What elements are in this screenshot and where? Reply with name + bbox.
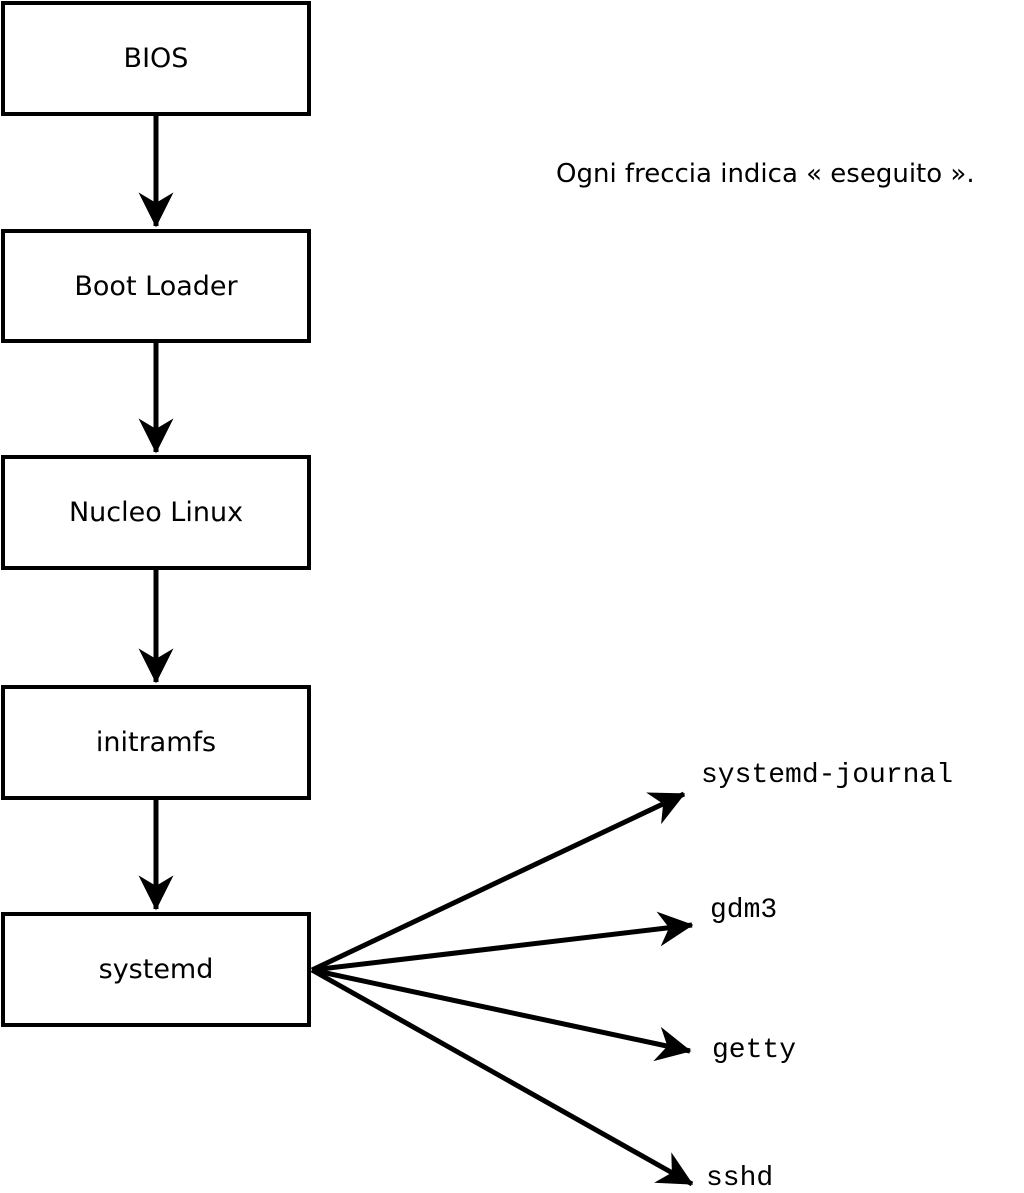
node-systemd: systemd	[1, 912, 311, 1027]
node-systemd-label: systemd	[98, 954, 214, 985]
service-label-systemd-journal: systemd-journal	[701, 760, 954, 791]
service-label-gdm3: gdm3	[710, 895, 778, 926]
arrow-systemd-to-journal	[310, 791, 686, 973]
node-nucleo-linux: Nucleo Linux	[1, 455, 311, 570]
node-boot-loader: Boot Loader	[1, 229, 311, 343]
arrow-systemd-to-getty	[311, 967, 692, 1062]
node-boot-loader-label: Boot Loader	[74, 270, 238, 302]
arrow-systemd-to-sshd	[310, 967, 694, 1187]
arrow-meaning-note: Ogni freccia indica « eseguito ».	[556, 159, 975, 189]
node-nucleo-linux-label: Nucleo Linux	[68, 497, 244, 528]
service-label-getty: getty	[712, 1035, 797, 1066]
service-label-sshd: sshd	[706, 1163, 774, 1193]
node-initramfs: initramfs	[1, 685, 311, 800]
node-bios: BIOS	[1, 1, 311, 116]
node-initramfs-label: initramfs	[95, 727, 217, 758]
node-bios-label: BIOS	[123, 43, 189, 74]
arrow-systemd-to-gdm3	[311, 911, 694, 973]
